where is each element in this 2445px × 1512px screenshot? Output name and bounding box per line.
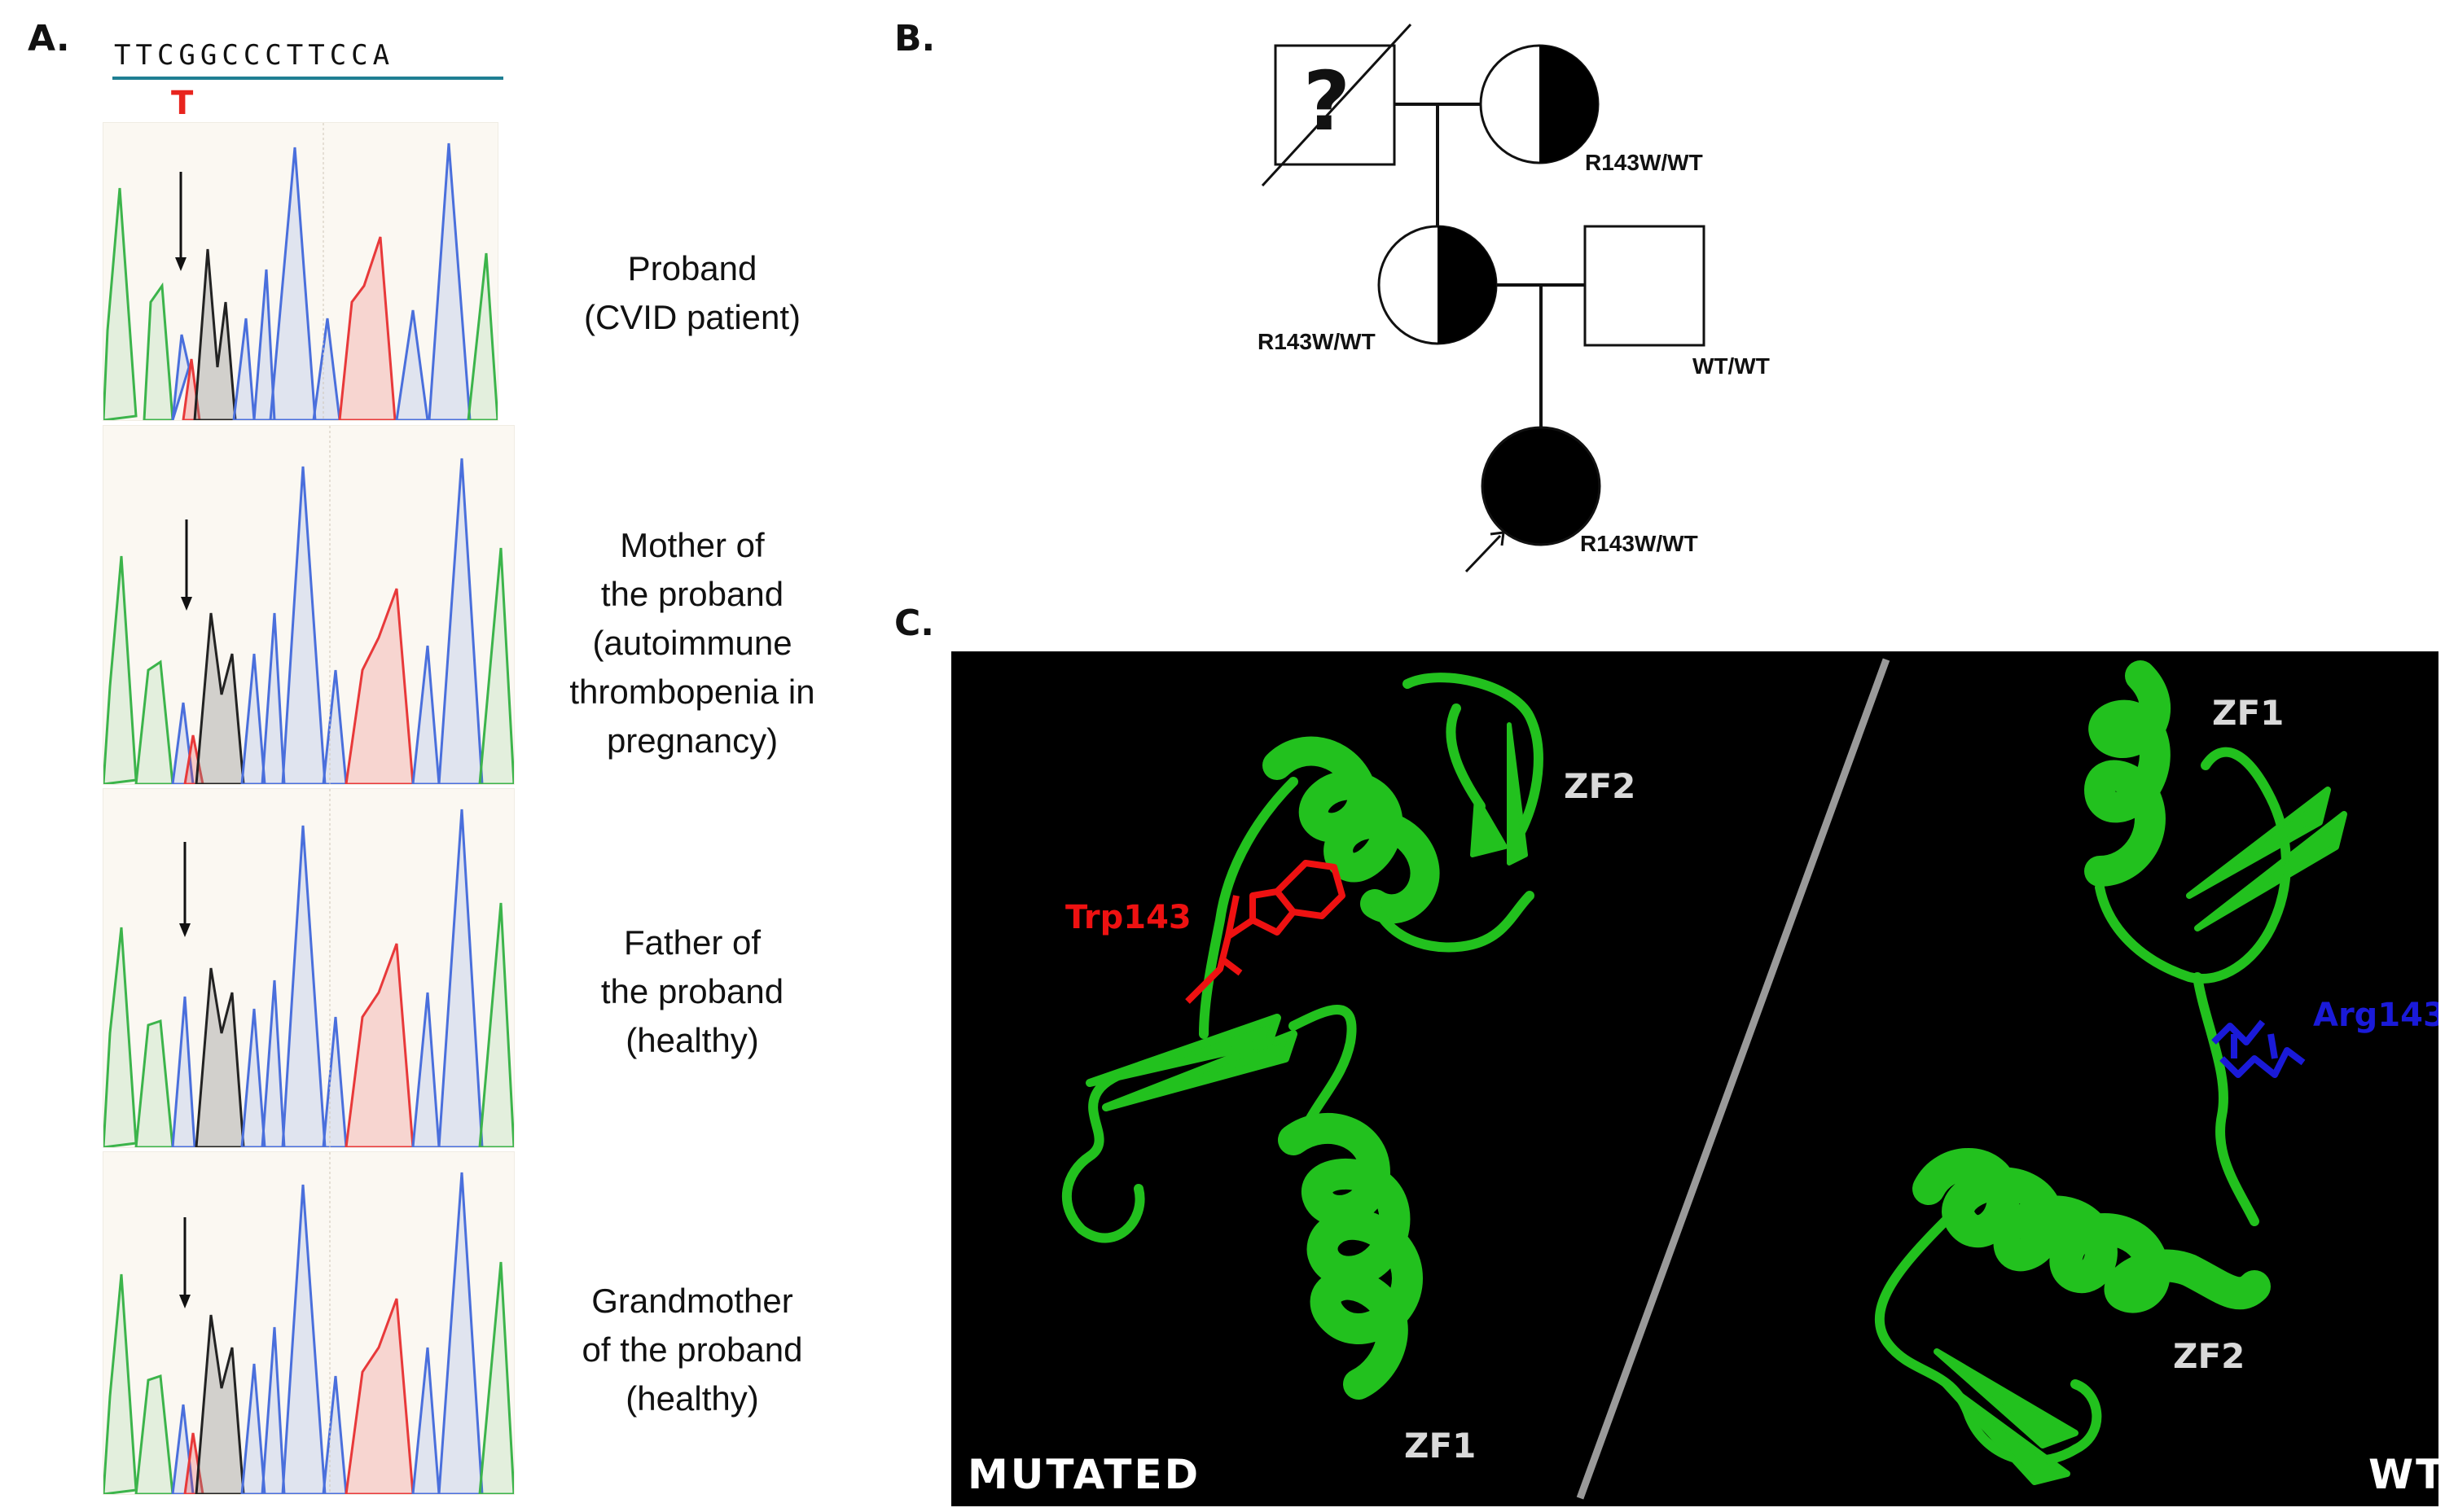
mutated-zf1-label: ZF1 xyxy=(1404,1426,1476,1466)
trace-label-father: Father of the proband (healthy) xyxy=(521,918,863,1065)
trace-label-line: Mother of xyxy=(620,526,765,564)
reference-sequence: TTCGGCCCTTCCA xyxy=(114,39,395,72)
arg143-label: Arg143 xyxy=(2313,997,2438,1034)
chromatogram-father-svg xyxy=(102,789,516,1149)
trace-label-line: (healthy) xyxy=(626,1021,759,1059)
trace-label-line: (CVID patient) xyxy=(583,298,801,336)
trace-label-mother: Mother of the proband (autoimmune thromb… xyxy=(521,521,863,765)
chromatogram-mother-svg xyxy=(102,426,516,786)
trace-label-line: of the proband xyxy=(582,1330,803,1369)
trace-label-line: (autoimmune xyxy=(592,624,792,662)
trace-label-line: the proband xyxy=(600,575,784,613)
chromatogram-proband xyxy=(102,122,499,422)
chromatogram-father xyxy=(102,788,516,1149)
chromatogram-mother xyxy=(102,425,516,786)
unknown-mark: ? xyxy=(1303,54,1351,149)
father-square xyxy=(1583,225,1705,347)
panel-b-letter: B. xyxy=(894,18,936,59)
trace-label-grandmother: Grandmother of the proband (healthy) xyxy=(521,1277,863,1423)
genotype-grandmother: R143W/WT xyxy=(1585,150,1703,175)
mutated-zf2-label: ZF2 xyxy=(1564,766,1635,806)
mutated-protein xyxy=(1062,673,1543,1400)
trace-label-proband: Proband (CVID patient) xyxy=(521,244,863,342)
arg143-sidechain xyxy=(2211,1019,2306,1078)
proband-circle xyxy=(1481,426,1601,546)
trace-label-line: Proband xyxy=(627,249,757,287)
trace-label-line: pregnancy) xyxy=(606,721,779,760)
chromatogram-proband-svg xyxy=(102,123,499,422)
panel-c-letter: C. xyxy=(894,603,935,644)
wt-label: WT xyxy=(2368,1451,2438,1498)
genotype-father: WT/WT xyxy=(1692,353,1770,379)
trace-label-line: the proband xyxy=(600,972,784,1010)
pedigree-chart xyxy=(1261,23,1705,573)
panel-a-letter: A. xyxy=(28,18,70,59)
trp143-label: Trp143 xyxy=(1065,899,1192,936)
wt-zf2-label: ZF2 xyxy=(2173,1336,2245,1376)
structure-svg: Trp143 ZF2 ZF1 MUTATED Arg1 xyxy=(968,658,2438,1500)
genotype-proband: R143W/WT xyxy=(1580,531,1698,556)
mutated-label: MUTATED xyxy=(968,1451,1201,1498)
panel-divider xyxy=(1576,658,1890,1500)
wt-zf1-label: ZF1 xyxy=(2212,693,2284,733)
trace-label-line: (healthy) xyxy=(626,1379,759,1418)
wt-protein xyxy=(1874,660,2347,1485)
chromatogram-grandmother-svg xyxy=(102,1152,516,1496)
proband-arrow xyxy=(1464,534,1502,573)
trace-label-line: Grandmother xyxy=(591,1282,793,1320)
trace-label-line: thrombopenia in xyxy=(569,673,815,711)
chromatogram-grandmother xyxy=(102,1151,516,1496)
variant-base: T xyxy=(171,85,194,122)
trace-label-line: Father of xyxy=(623,923,762,962)
trp143-sidechain xyxy=(1185,860,1345,1004)
genotype-mother: R143W/WT xyxy=(1258,329,1376,354)
sequence-underline xyxy=(112,77,503,80)
structure-panel: Trp143 ZF2 ZF1 MUTATED Arg1 xyxy=(951,651,2438,1506)
deceased-slash xyxy=(1261,23,1412,187)
